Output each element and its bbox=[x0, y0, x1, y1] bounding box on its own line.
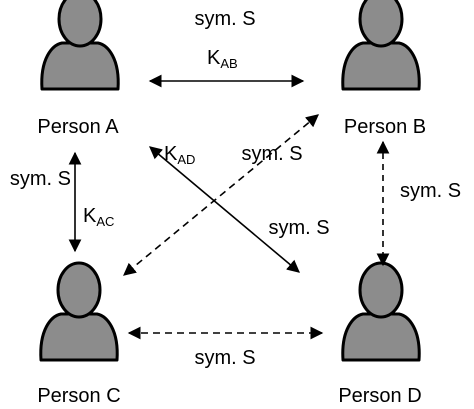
person-b-label: Person B bbox=[344, 116, 426, 138]
person-b-icon bbox=[341, 0, 421, 91]
label-ad-sym: sym. S bbox=[268, 217, 329, 239]
label-bc-sym: sym. S bbox=[241, 143, 302, 165]
label-cd-sym: sym. S bbox=[194, 347, 255, 369]
label-ad-key: KAD bbox=[164, 143, 195, 167]
person-d-label: Person D bbox=[338, 385, 421, 407]
label-ab-key: KAB bbox=[207, 47, 238, 71]
person-c-icon bbox=[39, 261, 119, 362]
person-a-icon bbox=[40, 0, 120, 91]
person-a-label: Person A bbox=[37, 116, 119, 138]
person-d-icon bbox=[341, 261, 421, 362]
arrow-b-c bbox=[123, 114, 319, 276]
label-bd-sym: sym. S bbox=[400, 180, 461, 202]
label-ac-sym: sym. S bbox=[10, 168, 71, 190]
label-ac-key: KAC bbox=[83, 205, 114, 229]
person-c-label: Person C bbox=[37, 385, 120, 407]
label-ab-sym: sym. S bbox=[194, 8, 255, 30]
arrow-a-d bbox=[149, 146, 300, 273]
